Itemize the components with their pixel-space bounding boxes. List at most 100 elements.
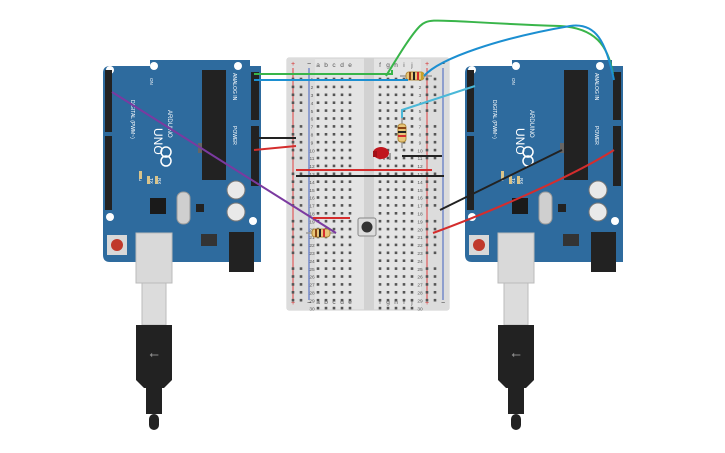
breadboard-hole[interactable]: [316, 172, 320, 176]
breadboard-hole[interactable]: [402, 235, 406, 239]
breadboard-hole[interactable]: [324, 267, 328, 270]
breadboard-hole[interactable]: [394, 125, 398, 128]
breadboard-hole[interactable]: [433, 125, 437, 128]
breadboard-hole[interactable]: [410, 235, 414, 239]
breadboard-hole[interactable]: [394, 259, 398, 262]
breadboard-hole[interactable]: [348, 204, 352, 207]
breadboard-hole[interactable]: [316, 204, 320, 207]
breadboard-hole[interactable]: [386, 259, 390, 262]
breadboard-hole[interactable]: [291, 125, 295, 128]
breadboard-hole[interactable]: [299, 109, 303, 112]
breadboard-hole[interactable]: [332, 156, 336, 160]
breadboard-hole[interactable]: [348, 164, 352, 168]
breadboard-hole[interactable]: [378, 243, 382, 247]
breadboard-hole[interactable]: [394, 140, 398, 144]
breadboard-hole[interactable]: [324, 172, 328, 176]
resistor-bottom[interactable]: [306, 228, 336, 238]
breadboard-hole[interactable]: [410, 156, 414, 160]
breadboard-hole[interactable]: [348, 101, 352, 104]
breadboard-hole[interactable]: [299, 101, 303, 104]
breadboard-hole[interactable]: [324, 275, 328, 278]
breadboard-hole[interactable]: [402, 164, 406, 168]
breadboard-hole[interactable]: [316, 196, 320, 199]
breadboard-hole[interactable]: [316, 298, 320, 302]
breadboard-hole[interactable]: [410, 133, 414, 136]
breadboard-hole[interactable]: [348, 298, 352, 302]
breadboard-hole[interactable]: [291, 156, 295, 160]
breadboard-hole[interactable]: [348, 109, 352, 112]
breadboard-hole[interactable]: [386, 283, 390, 286]
breadboard-hole[interactable]: [332, 117, 336, 120]
breadboard-hole[interactable]: [299, 227, 303, 231]
breadboard-hole[interactable]: [291, 172, 295, 176]
breadboard-hole[interactable]: [402, 156, 406, 160]
breadboard-hole[interactable]: [386, 275, 390, 278]
wire-green-bridge[interactable]: [385, 19, 614, 77]
breadboard-hole[interactable]: [332, 148, 336, 152]
breadboard-hole[interactable]: [340, 109, 344, 112]
breadboard-hole[interactable]: [394, 306, 398, 310]
breadboard-hole[interactable]: [340, 212, 344, 215]
breadboard-hole[interactable]: [291, 298, 295, 302]
breadboard-hole[interactable]: [324, 117, 328, 120]
breadboard-hole[interactable]: [425, 125, 429, 128]
breadboard-hole[interactable]: [378, 101, 382, 104]
breadboard-hole[interactable]: [324, 140, 328, 144]
breadboard-hole[interactable]: [340, 196, 344, 199]
breadboard-hole[interactable]: [378, 267, 382, 270]
breadboard-hole[interactable]: [378, 196, 382, 199]
breadboard-hole[interactable]: [410, 196, 414, 199]
breadboard-hole[interactable]: [299, 243, 303, 247]
breadboard-hole[interactable]: [324, 251, 328, 255]
breadboard-hole[interactable]: [394, 196, 398, 199]
breadboard-hole[interactable]: [433, 140, 437, 144]
reset-button[interactable]: [111, 239, 123, 251]
breadboard-hole[interactable]: [348, 156, 352, 160]
breadboard-hole[interactable]: [340, 180, 344, 183]
breadboard-hole[interactable]: [394, 156, 398, 160]
breadboard-hole[interactable]: [410, 164, 414, 168]
breadboard-hole[interactable]: [316, 101, 320, 104]
breadboard-hole[interactable]: [433, 227, 437, 231]
breadboard-hole[interactable]: [332, 180, 336, 183]
breadboard-hole[interactable]: [324, 93, 328, 97]
breadboard-hole[interactable]: [316, 125, 320, 128]
breadboard-hole[interactable]: [433, 219, 437, 223]
breadboard-hole[interactable]: [340, 227, 344, 231]
breadboard-hole[interactable]: [316, 275, 320, 278]
breadboard-hole[interactable]: [410, 227, 414, 231]
breadboard-hole[interactable]: [291, 275, 295, 278]
breadboard-hole[interactable]: [340, 283, 344, 286]
breadboard-hole[interactable]: [402, 196, 406, 199]
breadboard-hole[interactable]: [299, 196, 303, 199]
breadboard-hole[interactable]: [410, 140, 414, 144]
breadboard-hole[interactable]: [425, 267, 429, 270]
breadboard-hole[interactable]: [291, 93, 295, 97]
breadboard-hole[interactable]: [386, 235, 390, 239]
breadboard-hole[interactable]: [394, 227, 398, 231]
breadboard-hole[interactable]: [332, 204, 336, 207]
breadboard-hole[interactable]: [433, 283, 437, 286]
breadboard-hole[interactable]: [299, 148, 303, 152]
breadboard-hole[interactable]: [332, 140, 336, 144]
breadboard-hole[interactable]: [433, 235, 437, 239]
breadboard-hole[interactable]: [324, 188, 328, 191]
breadboard-hole[interactable]: [348, 125, 352, 128]
breadboard-hole[interactable]: [433, 148, 437, 152]
breadboard-hole[interactable]: [433, 109, 437, 112]
breadboard-hole[interactable]: [386, 227, 390, 231]
breadboard-hole[interactable]: [394, 85, 398, 89]
breadboard-hole[interactable]: [394, 117, 398, 120]
breadboard-hole[interactable]: [332, 306, 336, 310]
breadboard-hole[interactable]: [332, 267, 336, 270]
breadboard-hole[interactable]: [291, 140, 295, 144]
breadboard-hole[interactable]: [340, 172, 344, 176]
breadboard-hole[interactable]: [433, 267, 437, 270]
breadboard-hole[interactable]: [291, 243, 295, 247]
breadboard-hole[interactable]: [386, 172, 390, 176]
breadboard-hole[interactable]: [291, 148, 295, 152]
breadboard-hole[interactable]: [340, 219, 344, 223]
breadboard-hole[interactable]: [332, 235, 336, 239]
breadboard-hole[interactable]: [348, 275, 352, 278]
